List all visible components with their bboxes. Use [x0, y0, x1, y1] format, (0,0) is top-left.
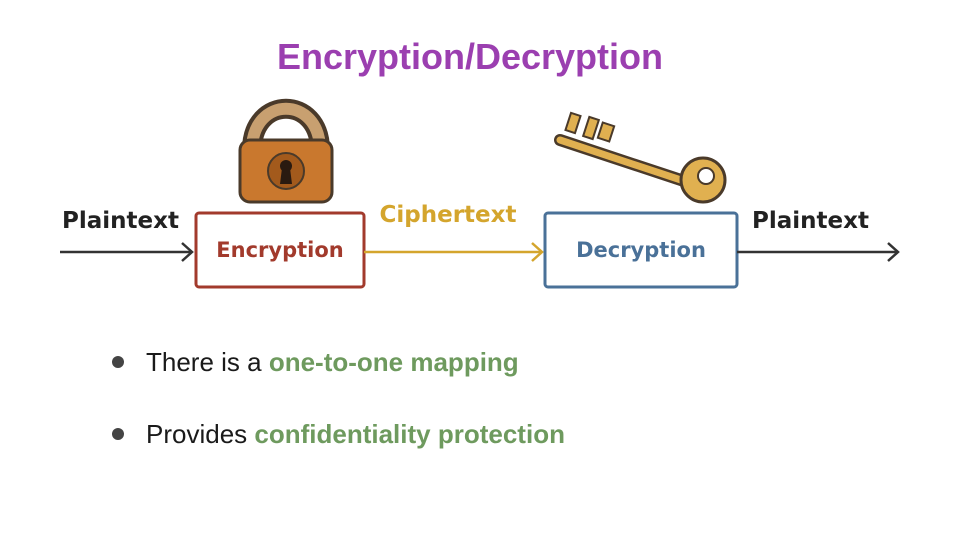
bullet-dot: [112, 356, 124, 368]
encryption-label: Encryption: [216, 238, 343, 262]
bullet-text: There is a: [146, 347, 269, 377]
bullet-highlight: confidentiality protection: [254, 419, 565, 449]
output-plaintext-label: Plaintext: [752, 208, 869, 234]
ciphertext-label: Ciphertext: [380, 202, 517, 228]
padlock-icon: [238, 98, 334, 204]
encryption-diagram: Plaintext Encryption Ciphertext Decrypti…: [60, 98, 900, 289]
bullet-highlight: one-to-one mapping: [268, 347, 519, 377]
bullet-dot: [112, 428, 124, 440]
slide-title: Encryption/Decryption: [276, 36, 664, 77]
bullet-item-confidentiality: Provides confidentiality protection: [112, 412, 565, 456]
encryption-box: [194, 211, 366, 289]
key-icon: [554, 111, 727, 204]
decryption-box: [543, 211, 739, 289]
bullet-text: Provides: [146, 419, 255, 449]
input-plaintext-label: Plaintext: [62, 208, 179, 234]
decryption-label: Decryption: [576, 238, 706, 262]
bullet-list: There is a one-to-one mapping Provides c…: [112, 340, 565, 484]
bullet-item-mapping: There is a one-to-one mapping: [112, 340, 565, 384]
